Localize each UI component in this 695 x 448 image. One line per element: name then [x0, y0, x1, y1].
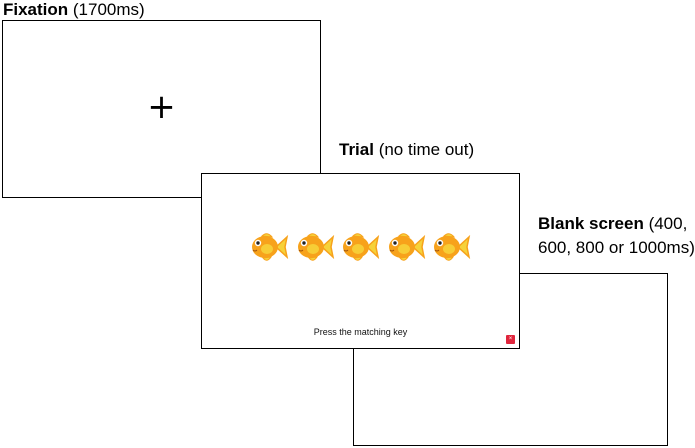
trial-label: Trial (no time out) [339, 138, 474, 162]
blank-detail-line1: (400, [643, 214, 688, 233]
fish-icon [432, 230, 471, 264]
close-icon[interactable]: × [506, 335, 515, 344]
fish-row [250, 230, 480, 264]
fixation-cross: + [147, 87, 176, 127]
fixation-label: Fixation (1700ms) [3, 0, 145, 22]
fixation-detail: (1700ms) [68, 0, 145, 19]
trial-instruction: Press the matching key [313, 327, 408, 337]
trial-detail: (no time out) [373, 140, 475, 159]
blank-detail-line2: 600, 800 or 1000ms) [538, 238, 695, 257]
blank-label: Blank screen (400, 600, 800 or 1000ms) [538, 212, 695, 260]
fixation-title: Fixation [3, 0, 69, 19]
fish-icon [341, 230, 380, 264]
blank-title: Blank screen [538, 214, 644, 233]
fish-icon [387, 230, 425, 264]
fish-icon [296, 230, 334, 264]
fish-icon [250, 230, 289, 264]
fixation-screen: + [2, 20, 321, 198]
trial-screen: Press the matching key × [201, 173, 520, 349]
trial-title: Trial [339, 140, 374, 159]
